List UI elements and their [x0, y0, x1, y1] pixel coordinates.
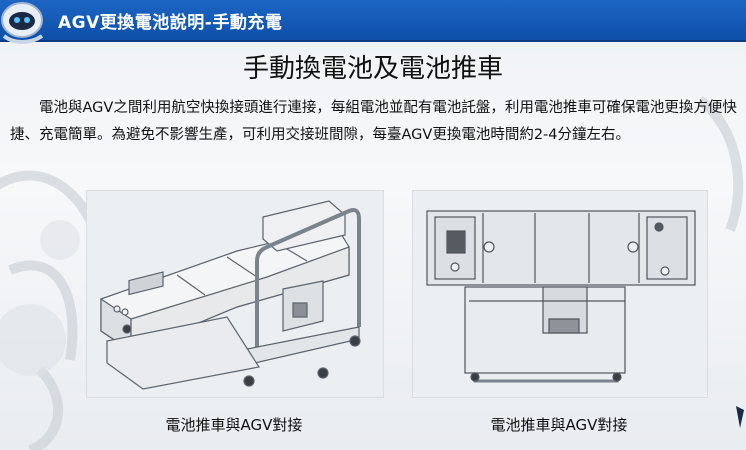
- description-paragraph: 電池與AGV之間利用航空快換接頭進行連接，每組電池並配有電池託盤，利用電池推車可…: [10, 100, 737, 143]
- figure-caption-right: 電池推車與AGV對接: [490, 416, 628, 434]
- agv-battery-cart-perspective-image: [86, 190, 384, 398]
- header-title: AGV更換電池說明-手動充電: [58, 13, 283, 33]
- figure-caption-left: 電池推車與AGV對接: [165, 416, 303, 434]
- robot-logo-icon: [1, 2, 44, 44]
- agv-battery-cart-top-view-drawing-icon: [426, 210, 696, 383]
- agv-battery-cart-perspective-drawing-icon: [100, 200, 361, 390]
- corner-decoration-icon: [736, 406, 744, 428]
- agv-battery-cart-top-view-image: [412, 190, 708, 398]
- slide-title: 手動換電池及電池推車: [242, 54, 503, 84]
- header-bar: AGV更換電池說明-手動充電: [0, 0, 746, 44]
